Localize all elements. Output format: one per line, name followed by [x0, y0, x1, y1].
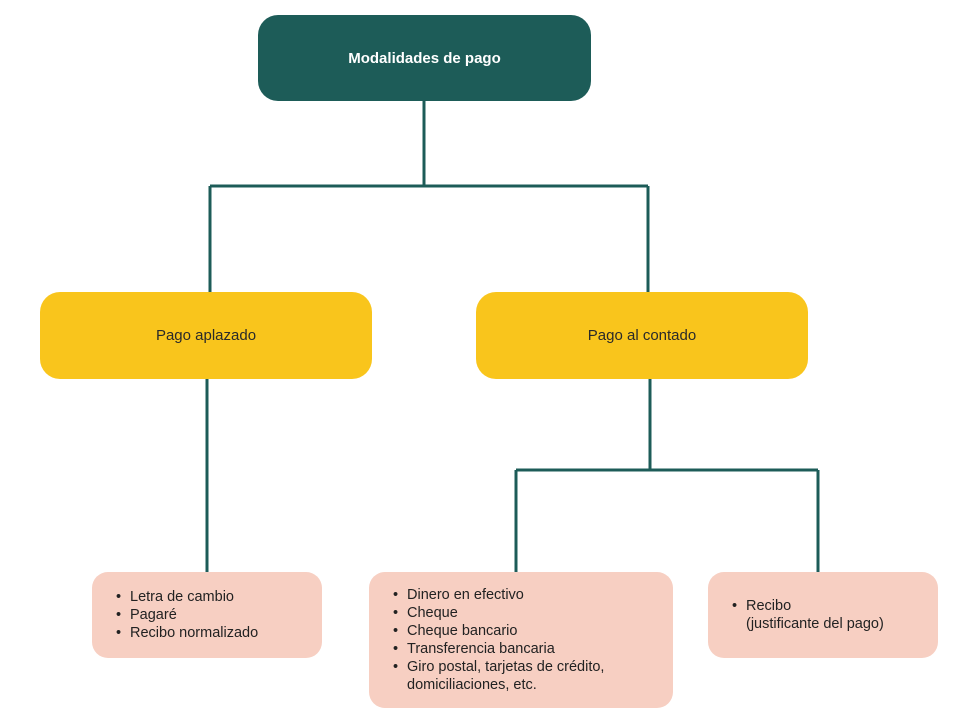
- list-item: Recibo normalizado: [116, 624, 258, 642]
- list-item: Cheque bancario: [393, 622, 604, 640]
- list-item-continuation: (justificante del pago): [746, 616, 884, 632]
- connector-contado-to-leaves: [514, 379, 820, 572]
- branch-node-label: Pago al contado: [587, 327, 697, 344]
- connector-root-to-branches: [208, 101, 650, 292]
- leaf-item-list: Recibo (justificante del pago): [732, 597, 884, 633]
- leaf-item-list: Dinero en efectivo Cheque Cheque bancari…: [393, 586, 604, 694]
- list-item: Recibo (justificante del pago): [732, 597, 884, 633]
- list-item: Giro postal, tarjetas de crédito, domici…: [393, 658, 604, 694]
- root-node-label: Modalidades de pago: [348, 49, 501, 67]
- list-item-continuation: domiciliaciones, etc.: [407, 677, 537, 693]
- list-item: Transferencia bancaria: [393, 640, 604, 658]
- list-item: Letra de cambio: [116, 588, 258, 606]
- leaf-node-contado-instruments: Dinero en efectivo Cheque Cheque bancari…: [369, 572, 673, 708]
- root-node-modalidades-de-pago: Modalidades de pago: [258, 15, 591, 101]
- list-item: Cheque: [393, 604, 604, 622]
- leaf-node-aplazado-instruments: Letra de cambio Pagaré Recibo normalizad…: [92, 572, 322, 658]
- list-item: Dinero en efectivo: [393, 586, 604, 604]
- leaf-node-contado-receipt: Recibo (justificante del pago): [708, 572, 938, 658]
- list-item: Pagaré: [116, 606, 258, 624]
- branch-node-pago-al-contado: Pago al contado: [476, 292, 808, 379]
- branch-node-pago-aplazado: Pago aplazado: [40, 292, 372, 379]
- leaf-item-list: Letra de cambio Pagaré Recibo normalizad…: [116, 588, 258, 642]
- branch-node-label: Pago aplazado: [155, 327, 257, 344]
